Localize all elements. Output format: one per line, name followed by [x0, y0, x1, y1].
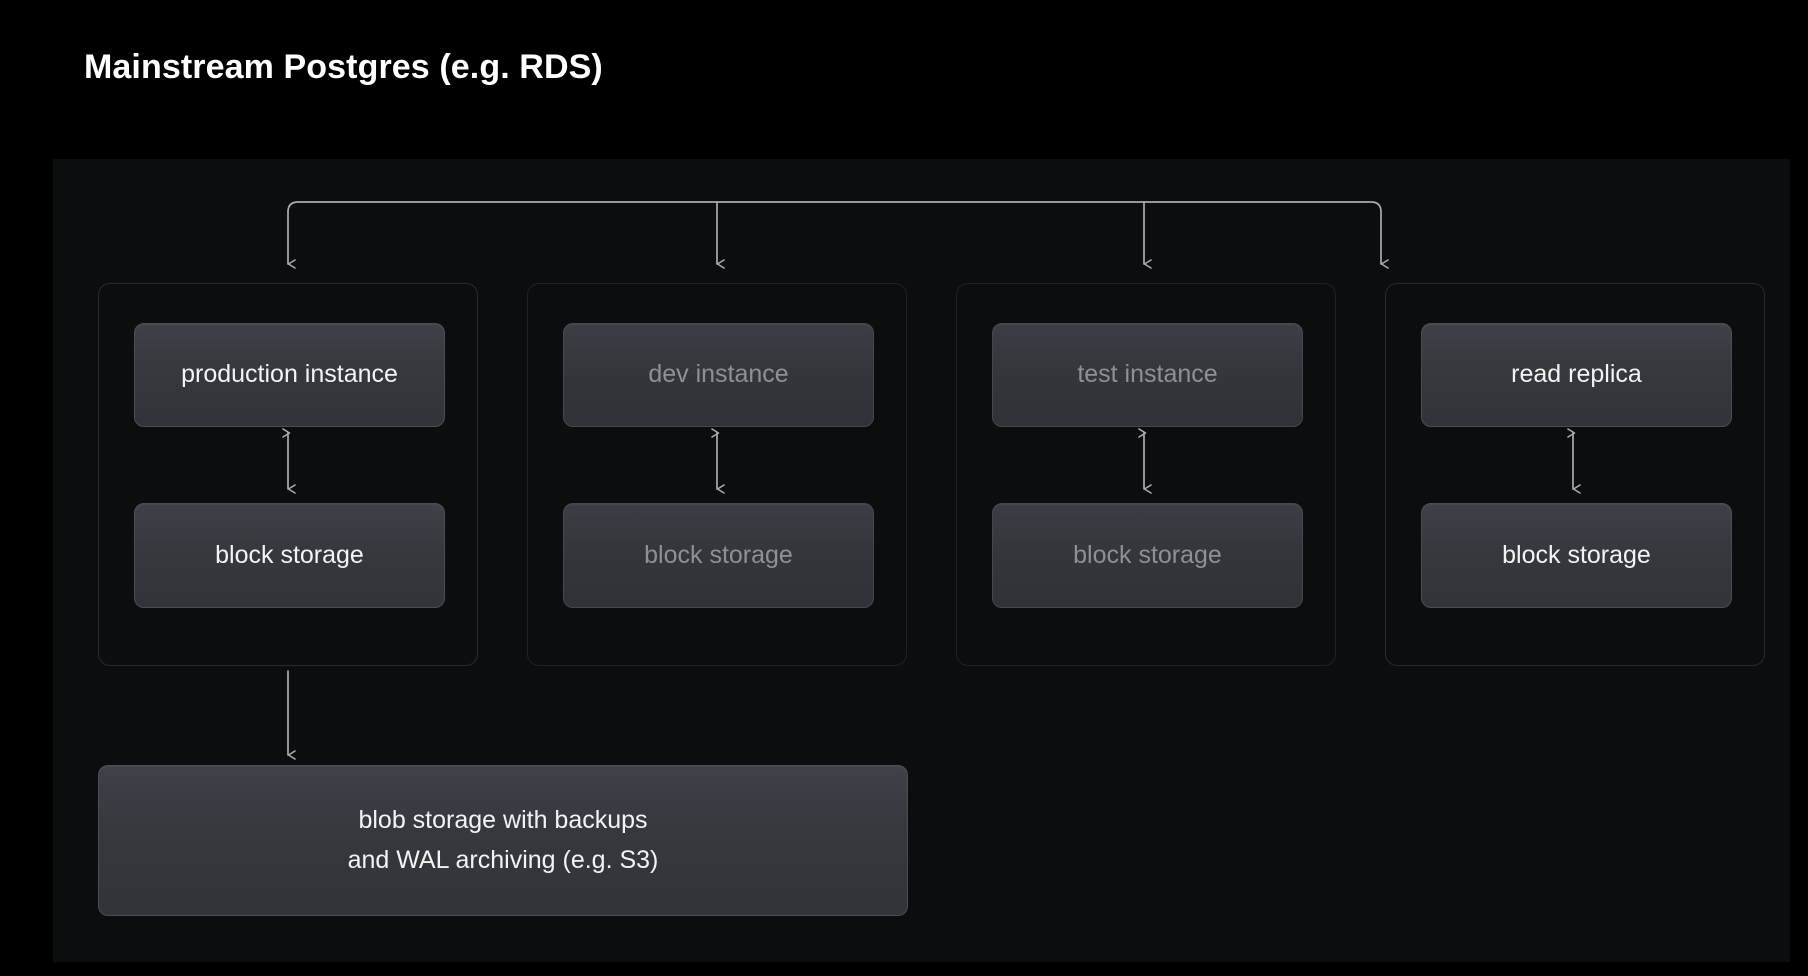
page-title: Mainstream Postgres (e.g. RDS) [84, 48, 603, 86]
column-group-dev[interactable]: dev instance block storage [527, 283, 907, 666]
node-dev-block-storage[interactable]: block storage [563, 503, 874, 608]
blob-storage-line-1: blob storage with backups [358, 806, 648, 834]
diagram-panel: production instance block storage dev in… [53, 159, 1790, 962]
blob-storage-line-2: and WAL archiving (e.g. S3) [347, 845, 659, 874]
node-read-replica-block-storage[interactable]: block storage [1421, 503, 1732, 608]
node-label: block storage [1502, 540, 1651, 569]
node-test-instance[interactable]: test instance [992, 323, 1303, 427]
node-test-block-storage[interactable]: block storage [992, 503, 1303, 608]
node-read-replica[interactable]: read replica [1421, 323, 1732, 427]
node-label: block storage [644, 540, 793, 569]
node-label: read replica [1511, 360, 1642, 389]
node-production-instance[interactable]: production instance [134, 323, 445, 427]
node-label: test instance [1077, 360, 1218, 389]
column-group-test[interactable]: test instance block storage [956, 283, 1336, 666]
column-group-read-replica[interactable]: read replica block storage [1385, 283, 1765, 666]
node-label: block storage [1073, 540, 1222, 569]
node-label: dev instance [648, 360, 789, 389]
node-label: block storage [215, 540, 364, 569]
node-blob-storage[interactable]: blob storage with backups and WAL archiv… [98, 765, 908, 916]
column-group-production[interactable]: production instance block storage [98, 283, 478, 666]
node-production-block-storage[interactable]: block storage [134, 503, 445, 608]
node-label: production instance [181, 360, 398, 389]
node-dev-instance[interactable]: dev instance [563, 323, 874, 427]
